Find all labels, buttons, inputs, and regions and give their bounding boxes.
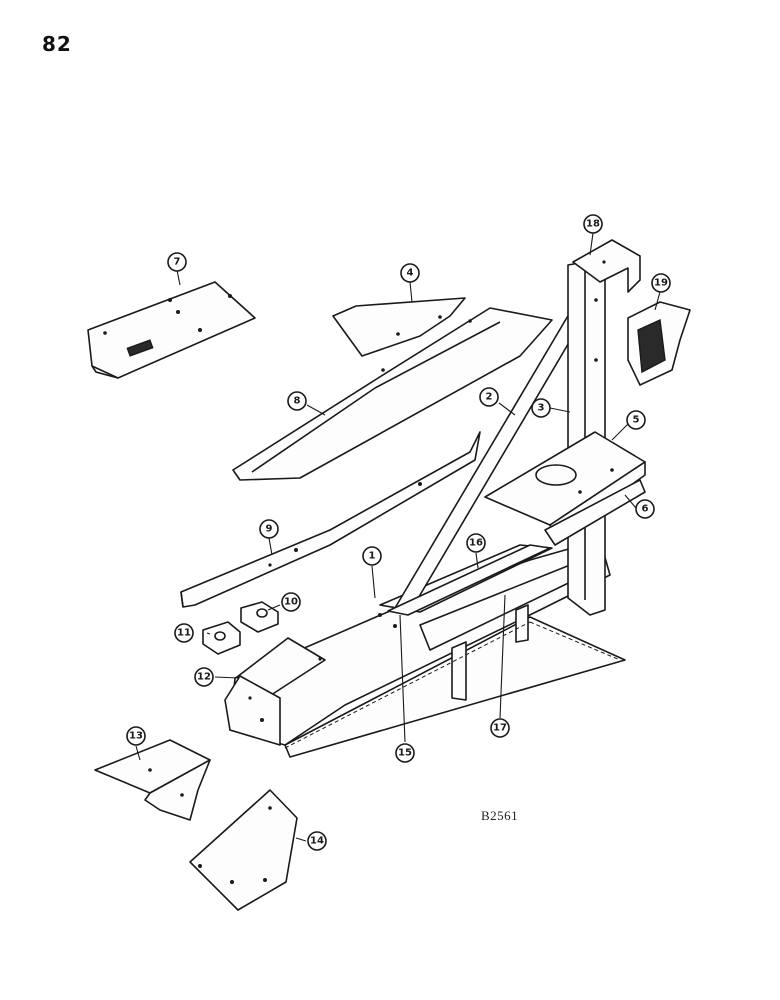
part-19-bracket — [627, 301, 691, 386]
part-8-side-panel — [232, 307, 553, 481]
part-4-shield — [332, 297, 466, 357]
callout-6: 6 — [635, 499, 655, 519]
callout-17: 17 — [490, 718, 510, 738]
part-11-block — [202, 621, 241, 655]
leader-lines — [135, 232, 661, 842]
svg-text:16: 16 — [469, 538, 483, 549]
callout-16: 16 — [466, 533, 486, 553]
callout-3: 3 — [531, 398, 551, 418]
callout-13: 13 — [126, 726, 146, 746]
callout-14: 14 — [307, 831, 327, 851]
part-14-flat-plate — [189, 789, 298, 911]
svg-text:1: 1 — [369, 551, 376, 562]
svg-text:12: 12 — [197, 672, 211, 683]
svg-text:7: 7 — [174, 257, 181, 268]
part-13-angle-bracket — [94, 739, 211, 821]
svg-text:19: 19 — [654, 278, 668, 289]
svg-text:9: 9 — [266, 524, 273, 535]
svg-text:5: 5 — [633, 415, 640, 426]
svg-text:13: 13 — [129, 731, 143, 742]
callout-7: 7 — [167, 252, 187, 272]
callout-2: 2 — [479, 387, 499, 407]
callout-8: 8 — [287, 391, 307, 411]
svg-text:3: 3 — [538, 403, 545, 414]
callout-4: 4 — [400, 263, 420, 283]
svg-text:17: 17 — [493, 723, 507, 734]
svg-text:18: 18 — [586, 219, 600, 230]
drawing-code: B2561 — [481, 808, 519, 823]
part-6-lower-plate — [544, 479, 646, 546]
callout-1: 1 — [362, 546, 382, 566]
part-10-block — [240, 601, 279, 633]
part-7-plate — [87, 281, 256, 379]
callout-19: 19 — [651, 273, 671, 293]
part-16-strip — [378, 544, 551, 628]
callout-12: 12 — [194, 667, 214, 687]
svg-text:2: 2 — [486, 392, 493, 403]
callout-5: 5 — [626, 410, 646, 430]
page-number: 82 — [42, 32, 72, 56]
svg-text:10: 10 — [284, 597, 298, 608]
callout-10: 10 — [281, 592, 301, 612]
svg-text:15: 15 — [398, 748, 412, 759]
part-12-front-plate — [224, 637, 326, 746]
svg-text:8: 8 — [294, 396, 301, 407]
callout-15: 15 — [395, 743, 415, 763]
svg-text:14: 14 — [310, 836, 324, 847]
svg-text:4: 4 — [407, 268, 414, 279]
callout-11: 11 — [174, 623, 194, 643]
callout-18: 18 — [583, 214, 603, 234]
svg-text:11: 11 — [177, 628, 191, 639]
part-9-bar — [180, 431, 481, 608]
callout-9: 9 — [259, 519, 279, 539]
svg-text:6: 6 — [642, 504, 649, 515]
